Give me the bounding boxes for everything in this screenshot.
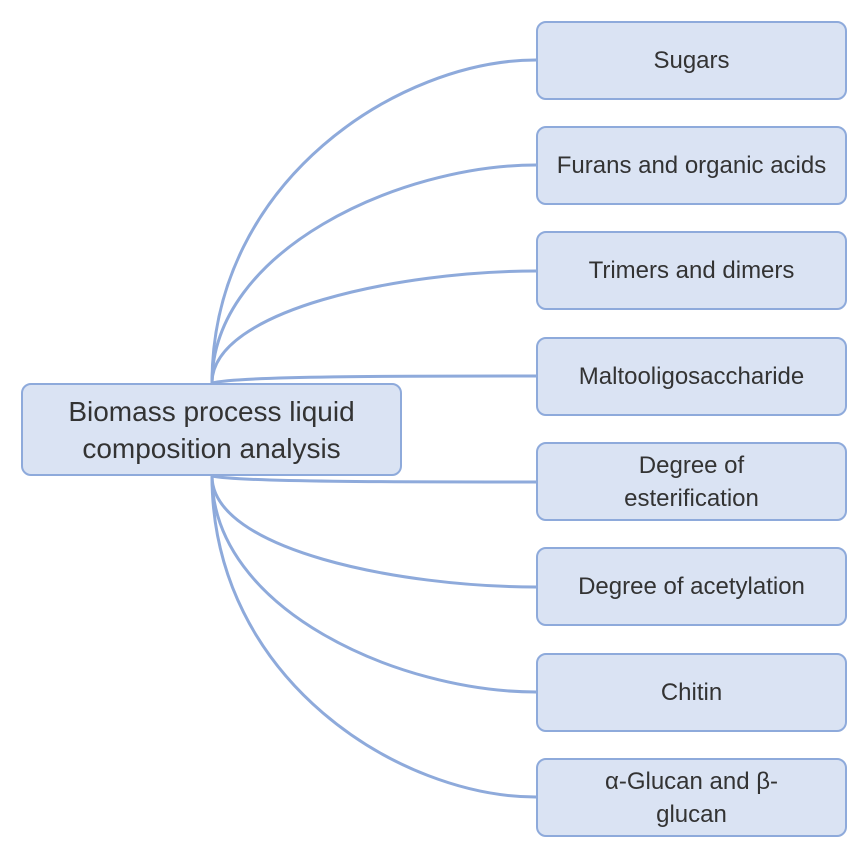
node-label: Trimers and dimers bbox=[588, 257, 795, 284]
node-chitin: Chitin bbox=[536, 653, 847, 732]
node-label: Sugars bbox=[653, 47, 730, 74]
node-label: Chitin bbox=[660, 679, 723, 706]
link-sugars bbox=[210, 58, 537, 384]
node-label: Degree of acetylation bbox=[578, 573, 805, 600]
node-degree-of-esterification: Degree of esterification bbox=[536, 442, 847, 521]
node-label: Maltooligosaccharide bbox=[578, 363, 805, 390]
link-trimers bbox=[210, 269, 537, 384]
node-sugars: Sugars bbox=[536, 21, 847, 100]
link-acetylation bbox=[210, 475, 537, 589]
link-maltooligosaccharide bbox=[211, 374, 537, 385]
link-chitin bbox=[210, 475, 537, 694]
node-trimers-dimers: Trimers and dimers bbox=[536, 231, 847, 310]
node-label: Furans and organic acids bbox=[556, 152, 827, 179]
node-maltooligosaccharide: Maltooligosaccharide bbox=[536, 337, 847, 416]
node-degree-of-acetylation: Degree of acetylation bbox=[536, 547, 847, 626]
node-alpha-beta-glucan: α-Glucan and β-glucan bbox=[536, 758, 847, 837]
node-label: α-Glucan and β-glucan bbox=[604, 767, 779, 828]
root-label: Biomass process liquid composition analy… bbox=[68, 395, 355, 464]
link-glucan bbox=[210, 475, 537, 799]
link-furans bbox=[210, 163, 537, 384]
root-node: Biomass process liquid composition analy… bbox=[21, 383, 402, 476]
link-esterification bbox=[211, 474, 537, 484]
node-furans-organic-acids: Furans and organic acids bbox=[536, 126, 847, 205]
node-label: Degree of esterification bbox=[624, 451, 759, 512]
